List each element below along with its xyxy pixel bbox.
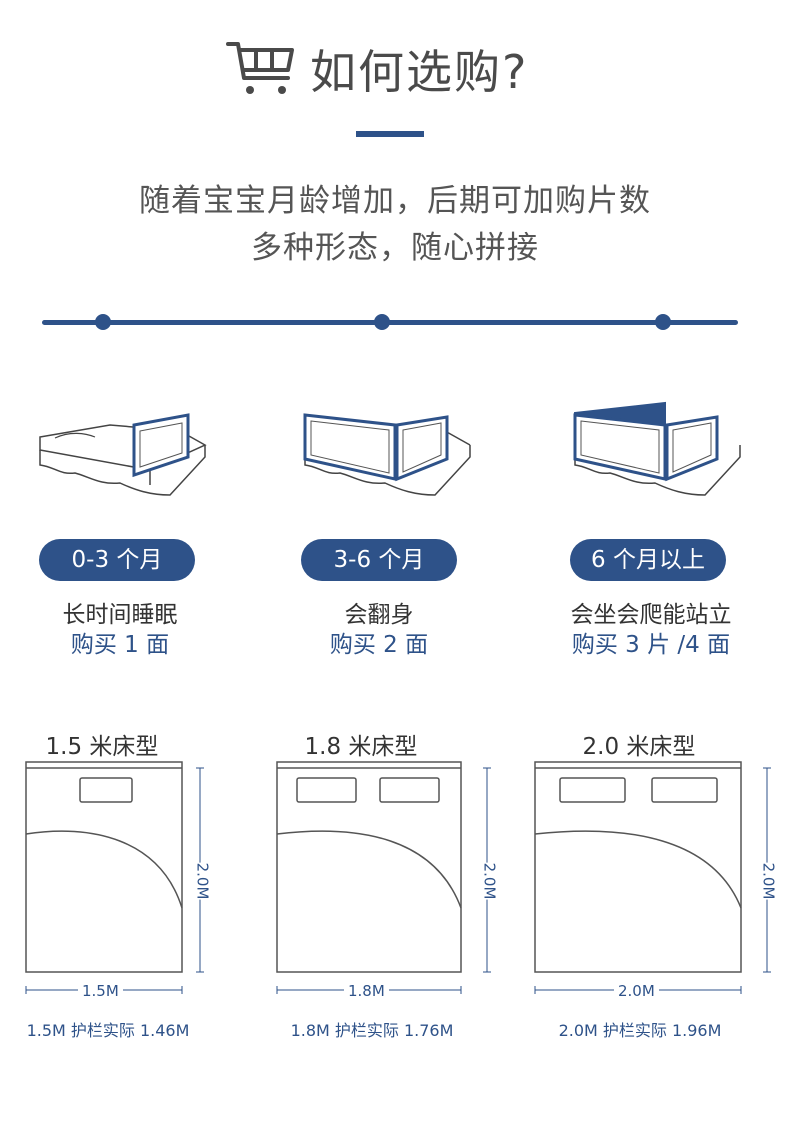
timeline-dot-3 (655, 314, 671, 330)
bed-3-length-label: 2.0M (759, 862, 778, 900)
bed-1-width-label: 1.5M (78, 982, 123, 1000)
stage-1-age-badge: 0-3 个月 (39, 539, 195, 581)
title-underline (356, 131, 424, 137)
timeline-dot-2 (374, 314, 390, 330)
stage-2-purchase: 购买 2 面 (329, 632, 429, 658)
stage-2-behavior: 会翻身 (344, 602, 414, 628)
bed-3-width-label: 2.0M (614, 982, 659, 1000)
bed-1-actual-size: 1.5M 护栏实际 1.46M (26, 1021, 190, 1040)
stage-3-age-badge: 6 个月以上 (570, 539, 726, 581)
shopping-cart-icon (226, 42, 294, 94)
bed-3-actual-size: 2.0M 护栏实际 1.96M (558, 1021, 722, 1040)
bed-1-diagram (25, 761, 204, 994)
bed-type-3-title: 2.0 米床型 (582, 734, 696, 760)
timeline-dot-1 (95, 314, 111, 330)
bed-1-length-label: 2.0M (193, 862, 212, 900)
bed-type-2-title: 1.8 米床型 (304, 734, 418, 760)
bed-two-rail-illustration (303, 413, 471, 496)
page-title: 如何选购? (310, 45, 529, 99)
timeline (42, 320, 738, 325)
bed-2-diagram (276, 761, 491, 994)
stage-1-purchase: 购买 1 面 (70, 632, 170, 658)
header: 如何选购? (0, 30, 790, 100)
intro-line-1: 随着宝宝月龄增加，后期可加购片数 (139, 183, 651, 219)
intro-line-2: 多种形态，随心拼接 (251, 230, 539, 266)
stage-3-purchase: 购买 3 片 /4 面 (571, 632, 731, 658)
bed-2-actual-size: 1.8M 护栏实际 1.76M (290, 1021, 454, 1040)
bed-one-rail-illustration (39, 413, 207, 496)
bed-2-width-label: 1.8M (344, 982, 389, 1000)
stage-2-age-badge: 3-6 个月 (301, 539, 457, 581)
stage-3-behavior: 会坐会爬能站立 (570, 602, 732, 628)
stage-1-behavior: 长时间睡眠 (62, 602, 178, 628)
bed-2-length-label: 2.0M (480, 862, 499, 900)
bed-three-rail-illustration (573, 401, 741, 496)
bed-3-diagram (534, 761, 771, 994)
bed-type-1-title: 1.5 米床型 (45, 734, 159, 760)
